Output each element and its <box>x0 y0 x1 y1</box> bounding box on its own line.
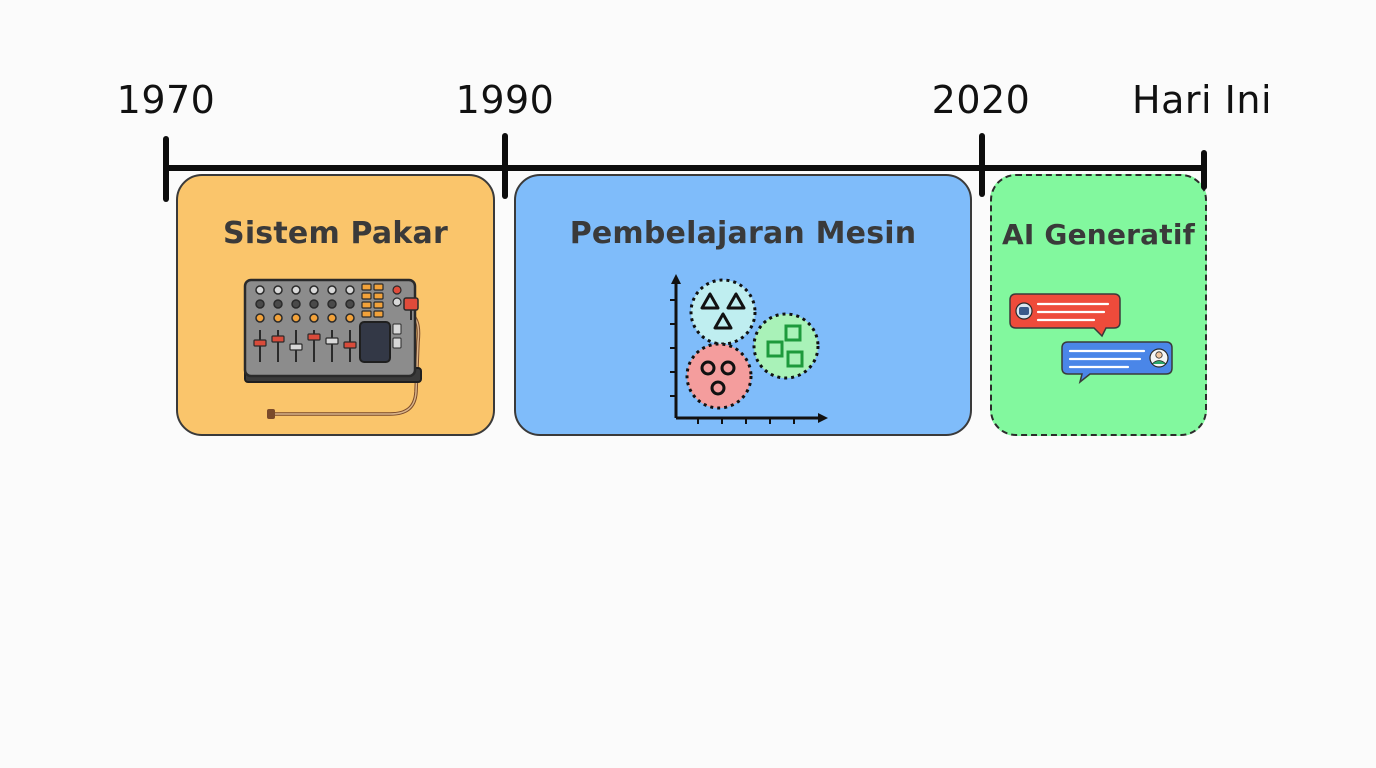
tick-mark-today <box>1201 150 1207 190</box>
era-title: Pembelajaran Mesin <box>569 216 917 251</box>
control-panel-icon <box>243 278 422 419</box>
chat-bubbles-icon <box>1009 293 1173 384</box>
tick-mark-1970 <box>163 136 169 202</box>
tick-label-1990: 1990 <box>455 78 555 122</box>
tick-label-2020: 2020 <box>931 78 1031 122</box>
scatter-clusters-icon <box>670 274 828 424</box>
tick-mark-2020 <box>979 133 985 197</box>
era-title: AI Generatif <box>1002 218 1195 251</box>
era-title: Sistem Pakar <box>223 216 448 251</box>
tick-label-1970: 1970 <box>116 78 216 122</box>
timeline-axis <box>166 165 1204 171</box>
tick-mark-1990 <box>502 133 508 199</box>
era-panel-generative-ai: AI Generatif <box>990 174 1207 436</box>
tick-label-today: Hari Ini <box>1132 78 1272 122</box>
era-panel-expert-systems: Sistem Pakar <box>176 174 495 436</box>
era-panel-machine-learning: Pembelajaran Mesin <box>514 174 972 436</box>
